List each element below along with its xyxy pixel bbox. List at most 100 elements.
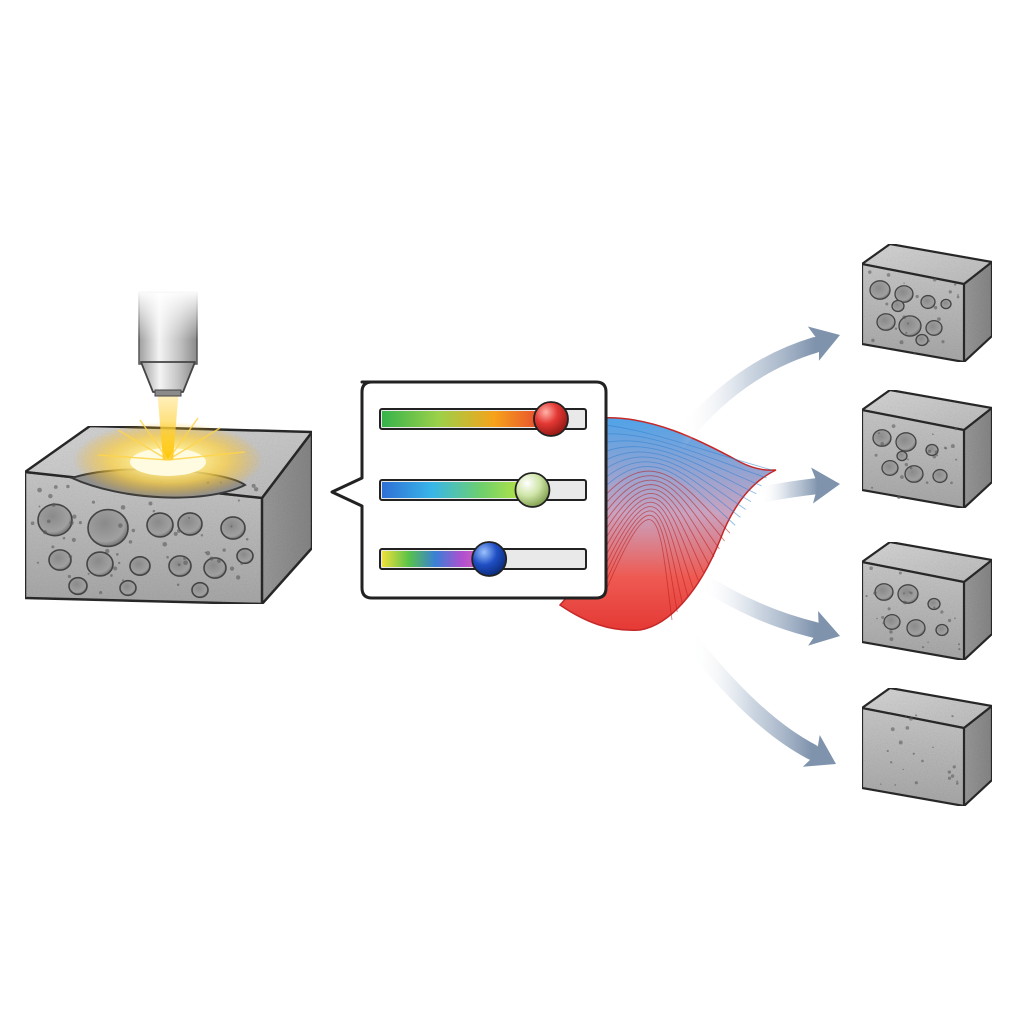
arrow-shaft xyxy=(682,632,820,760)
grain-speck xyxy=(899,340,904,345)
surface-contour xyxy=(603,475,725,542)
grain-speck xyxy=(882,622,885,624)
output-cube-3-icon xyxy=(860,540,994,662)
grain-speck xyxy=(932,455,936,459)
pore xyxy=(87,508,129,548)
grain-speck xyxy=(954,427,958,431)
grain-speck xyxy=(36,561,40,564)
grain-speck xyxy=(113,566,118,571)
grain-speck xyxy=(865,594,868,598)
grain-speck xyxy=(921,645,925,649)
grain-speck xyxy=(955,782,959,785)
grain-speck xyxy=(908,591,911,593)
grain-speck xyxy=(955,458,958,461)
grain-speck xyxy=(128,540,133,544)
grain-speck xyxy=(950,481,953,485)
grain-speck xyxy=(881,616,885,620)
grain-speck xyxy=(890,727,895,732)
pore xyxy=(932,468,948,484)
pore xyxy=(203,557,227,579)
pore xyxy=(876,313,896,331)
grain-speck xyxy=(870,486,874,489)
grain-speck xyxy=(934,450,939,454)
pore xyxy=(896,450,908,462)
grain-speck xyxy=(162,541,168,547)
grain-speck xyxy=(124,519,128,522)
slider-fill xyxy=(382,551,490,567)
grain-speck xyxy=(947,618,952,623)
grain-speck xyxy=(240,562,244,565)
grain-speck xyxy=(948,290,952,294)
grain-speck xyxy=(131,528,136,533)
parameter-panel xyxy=(330,380,608,600)
slider-knob[interactable] xyxy=(533,401,569,437)
grain-speck xyxy=(69,520,74,526)
grain-speck xyxy=(915,294,919,299)
grain-speck xyxy=(956,295,960,299)
surface-contour xyxy=(603,492,704,573)
grain-speck xyxy=(902,768,904,771)
grain-speck xyxy=(78,521,82,525)
grain-speck xyxy=(954,617,956,620)
pore xyxy=(915,333,929,347)
grain-speck xyxy=(869,566,873,571)
pore xyxy=(906,619,926,637)
grain-speck xyxy=(235,575,241,580)
grain-speck xyxy=(110,574,113,577)
grain-speck xyxy=(38,505,41,508)
grain-speck xyxy=(931,433,934,436)
grain-speck xyxy=(173,531,178,536)
pore xyxy=(925,319,943,337)
surface-contour xyxy=(603,446,757,495)
grain-speck xyxy=(188,516,191,519)
grain-speck xyxy=(871,338,875,343)
surface-contour xyxy=(603,461,741,518)
slider-parameter-1[interactable] xyxy=(379,401,587,437)
grain-speck xyxy=(105,548,110,554)
response-surface xyxy=(558,417,777,631)
pore xyxy=(146,512,174,538)
parameter-sliders xyxy=(379,401,587,577)
slider-parameter-3[interactable] xyxy=(379,541,587,577)
surface-contour xyxy=(603,488,710,565)
grain-speck xyxy=(117,561,121,565)
grain-speck xyxy=(905,715,907,718)
slider-parameter-2[interactable] xyxy=(379,472,587,508)
grain-speck xyxy=(894,784,897,786)
grain-speck xyxy=(905,331,908,334)
slider-knob[interactable] xyxy=(471,541,508,577)
grain-speck xyxy=(947,770,951,774)
pore xyxy=(119,579,137,597)
grain-speck xyxy=(905,726,910,730)
grain-speck xyxy=(183,556,187,560)
grain-speck xyxy=(229,566,235,571)
grain-speck xyxy=(874,453,878,457)
grain-speck xyxy=(118,523,123,528)
grain-speck xyxy=(237,499,240,502)
grain-speck xyxy=(251,483,256,488)
grain-speck xyxy=(903,282,905,284)
grain-speck xyxy=(897,495,901,500)
grain-speck xyxy=(37,487,42,493)
grain-speck xyxy=(952,765,956,769)
grain-speck xyxy=(932,746,934,749)
grain-speck xyxy=(886,273,891,277)
grain-speck xyxy=(914,714,918,717)
grain-speck xyxy=(902,315,907,320)
surface-contour xyxy=(603,506,689,597)
grain-speck xyxy=(909,716,914,721)
grain-speck xyxy=(115,553,119,556)
surface-contour xyxy=(603,456,746,510)
slider-knob[interactable] xyxy=(514,472,551,508)
pore xyxy=(891,299,905,313)
pore xyxy=(897,584,919,604)
grain-speck xyxy=(957,294,959,296)
grain-speck xyxy=(891,424,896,428)
arrow-head xyxy=(811,467,840,504)
grain-speck xyxy=(932,277,937,282)
surface-contour xyxy=(603,451,752,502)
output-cube-1-icon xyxy=(860,242,994,364)
grain-speck xyxy=(947,776,952,780)
grain-speck xyxy=(87,572,90,575)
